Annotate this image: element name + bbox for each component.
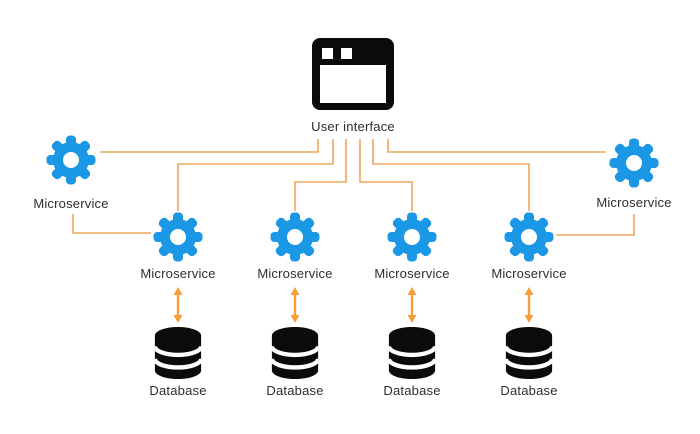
database-icon (387, 327, 437, 379)
node-label-database: Database (500, 383, 558, 398)
node-microservice-3: Microservice Database (367, 212, 457, 398)
edge-ui-to-ms-right (387, 139, 606, 153)
node-user-interface: User interface (311, 38, 395, 134)
node-label: Microservice (374, 266, 450, 281)
edge-ui-to-ms-1 (177, 139, 334, 211)
bidirectional-arrow-icon (524, 287, 534, 323)
node-label-database: Database (266, 383, 324, 398)
node-label-database: Database (149, 383, 207, 398)
node-label: User interface (311, 119, 395, 134)
edge-ui-to-ms-2 (294, 139, 347, 211)
browser-window-icon (312, 38, 394, 110)
bidirectional-arrow-icon (173, 287, 183, 323)
node-microservice-left: Microservice (33, 135, 109, 211)
node-microservice-2: Microservice Database (250, 212, 340, 398)
node-label: Microservice (140, 266, 216, 281)
gear-icon (609, 138, 659, 188)
bidirectional-arrow-icon (290, 287, 300, 323)
node-microservice-right: Microservice (596, 138, 672, 210)
node-microservice-1: Microservice Database (133, 212, 223, 398)
gear-icon (153, 212, 203, 262)
node-label: Microservice (257, 266, 333, 281)
edge-ui-to-ms-3 (359, 139, 413, 211)
bidirectional-arrow-icon (407, 287, 417, 323)
node-microservice-4: Microservice Database (484, 212, 574, 398)
edge-ui-to-ms-4 (372, 139, 530, 211)
database-icon (270, 327, 320, 379)
node-label-database: Database (383, 383, 441, 398)
database-icon (504, 327, 554, 379)
database-icon (153, 327, 203, 379)
edge-ui-to-ms-left (100, 139, 319, 153)
gear-icon (270, 212, 320, 262)
gear-icon (387, 212, 437, 262)
node-label: Microservice (33, 196, 109, 211)
edge-ms-left-to-ms-1 (72, 214, 151, 234)
gear-icon (504, 212, 554, 262)
edge-ms-right-to-ms-4 (556, 214, 635, 236)
node-label: Microservice (596, 195, 672, 210)
gear-icon (46, 135, 96, 185)
node-label: Microservice (491, 266, 567, 281)
